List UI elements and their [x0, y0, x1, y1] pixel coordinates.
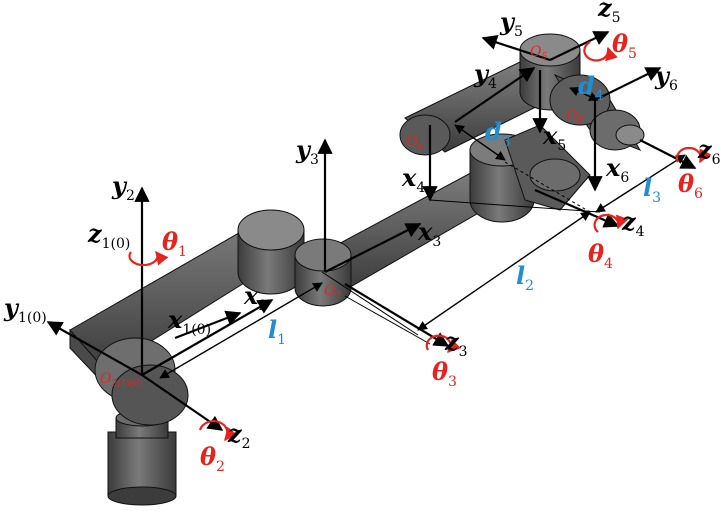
label-theta5: θ5 [612, 29, 637, 62]
rotation-theta3 [425, 334, 462, 353]
label-y1: y1(0) [3, 293, 47, 326]
axis-z4 [534, 188, 620, 228]
axis-y1 [46, 321, 143, 376]
label-z5: z5 [597, 0, 621, 26]
label-o3: O3 [324, 283, 341, 301]
label-z3: z3 [444, 327, 468, 360]
label-y2: y2 [111, 171, 135, 204]
rotation-theta5 [583, 41, 618, 62]
elbow-housing [237, 209, 305, 295]
dim-d4 [569, 86, 599, 102]
dim-l2 [417, 211, 591, 331]
axis-x3 [324, 223, 422, 273]
label-theta3: θ3 [432, 357, 457, 390]
label-l3: l3 [643, 173, 661, 206]
wrist-4-housing [469, 124, 591, 223]
rotation-theta4 [593, 213, 629, 233]
axis-z3 [344, 283, 450, 347]
label-o6: O6 [566, 108, 583, 126]
label-theta1: θ1 [162, 227, 187, 260]
label-x2: x2 [243, 281, 267, 314]
label-theta2: θ2 [200, 442, 225, 475]
axis-y6 [594, 67, 662, 101]
label-x6: x6 [605, 153, 629, 186]
label-o21: O2(1)(0) [100, 371, 143, 389]
label-l1: l1 [268, 315, 286, 348]
label-l2: l2 [516, 261, 534, 294]
axis-y4 [454, 67, 536, 123]
label-z6: z6 [697, 135, 721, 168]
label-theta4: θ4 [588, 239, 613, 272]
label-x3: x3 [417, 217, 441, 250]
joint-2-housing [94, 337, 189, 426]
label-d3: d3 [485, 117, 511, 150]
dimension-lines [159, 86, 686, 379]
origin-labels: O2(1)(0) O3 O4 O5 O6 [100, 44, 583, 389]
axis-z6 [639, 139, 697, 169]
label-d4: d4 [578, 71, 604, 104]
label-o4: O4 [406, 134, 423, 152]
label-x5: x5 [542, 121, 566, 154]
dim-l1 [159, 282, 323, 379]
label-y4: y4 [473, 59, 497, 92]
label-y5: y5 [499, 7, 523, 40]
label-z4: z4 [621, 207, 645, 240]
rotation-arrows [128, 41, 712, 442]
angle-labels: θ1 θ2 θ3 θ4 θ5 θ6 [162, 29, 703, 475]
label-x4: x4 [401, 163, 425, 196]
rotation-theta6 [675, 146, 712, 164]
label-x1: x1(0) [167, 305, 211, 338]
label-theta6: θ6 [678, 169, 703, 202]
label-y6: y6 [654, 61, 678, 94]
label-z1: z1(0) [87, 219, 130, 252]
dim-l3 [595, 154, 686, 213]
robot-body [69, 33, 645, 506]
dim-d3 [454, 124, 506, 161]
axis-z5 [549, 31, 610, 61]
rotation-theta1 [128, 250, 169, 267]
length-labels: l1 l2 l3 d3 d4 [268, 71, 661, 348]
rotation-theta2 [198, 420, 238, 442]
label-z2: z2 [227, 419, 251, 452]
label-o5: O5 [530, 44, 547, 62]
axis-y5 [481, 35, 551, 62]
axis-labels: y1(0) z1(0) y2 x1(0) x2 z2 y3 x3 z3 x4 y… [3, 0, 721, 452]
label-y3: y3 [295, 135, 319, 168]
